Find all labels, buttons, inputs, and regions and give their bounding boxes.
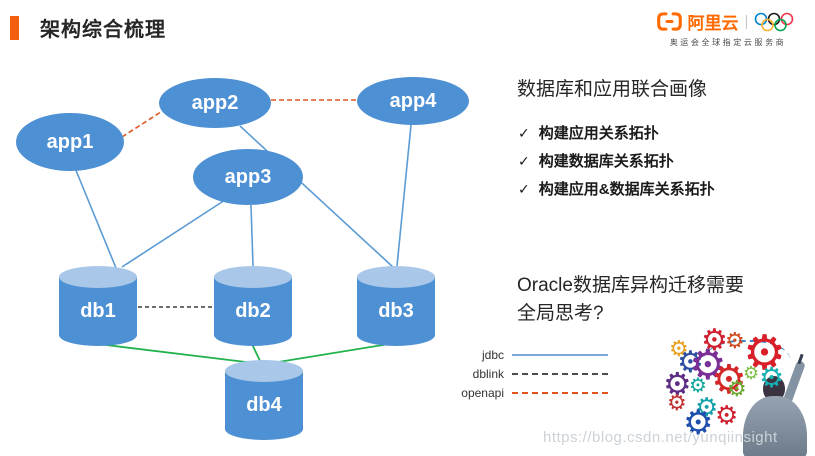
check-icon: ✓ (518, 181, 530, 197)
legend-line-sample (512, 372, 608, 375)
gears-clipart: ⚙⚙⚙⚙⚙⚙⚙⚙⚙⚙⚙⚙⚙⚙⚙⚙ (655, 322, 815, 456)
gear-icon: ⚙ (695, 392, 719, 422)
cylinder-top (225, 360, 303, 382)
bullet-text: 构建应用关系拓扑 (538, 125, 659, 142)
node-app2: app2 (159, 78, 271, 128)
logo-subtitle: 奥运会全球指定云服务商 (669, 38, 787, 47)
bullet-text: 构建数据库关系拓扑 (538, 153, 674, 170)
bullet-item: ✓ 构建应用关系拓扑 (518, 122, 715, 143)
question-line-2: 全局思考? (517, 303, 604, 324)
dashed-arc-decoration (703, 340, 791, 384)
olympic-ring (774, 18, 788, 31)
alibaba-cloud-logo: 阿里云 | 奥运会全球指定云服务商 (655, 9, 801, 48)
slide-title-row: 架构综合梳理 (10, 13, 166, 42)
node-app3: app3 (193, 149, 303, 205)
watermark: https://blog.csdn.net/yunqiinsight (543, 429, 778, 446)
cylinder-body (357, 277, 435, 346)
question-text: Oracle数据库异构迁移需要 全局思考? (517, 272, 744, 328)
legend-row-dblink: dblink (452, 364, 608, 383)
gear-icon: ⚙ (663, 366, 692, 402)
edge-app3-db1-jdbc (121, 199, 226, 268)
gear-icon: ⚙ (683, 404, 714, 442)
gear-icon: ⚙ (701, 324, 728, 357)
olympic-ring (761, 18, 775, 31)
legend-label: jdbc (481, 347, 504, 362)
edge-app3-db2-jdbc (250, 204, 254, 267)
node-db3: db3 (357, 266, 435, 346)
bullet-item: ✓ 构建数据库关系拓扑 (518, 150, 715, 171)
node-db1: db1 (59, 266, 137, 346)
cylinder-top (59, 266, 137, 288)
olympic-ring (781, 12, 794, 25)
olympic-ring (768, 12, 781, 25)
bullet-text: 构建应用&数据库关系拓扑 (538, 181, 715, 198)
gear-icon: ⚙ (677, 346, 704, 379)
gear-icon: ⚙ (669, 336, 689, 361)
gear-icon: ⚙ (711, 358, 747, 402)
gear-icon: ⚙ (667, 390, 687, 415)
node-app4: app4 (357, 77, 469, 125)
section-heading: 数据库和应用联合画像 (517, 79, 708, 100)
person-body (743, 396, 807, 456)
cylinder-top (214, 266, 292, 288)
cylinder-body (225, 371, 303, 440)
gear-icon: ⚙ (759, 362, 785, 393)
legend-row-jdbc: jdbc (452, 345, 608, 364)
node-db4: db4 (225, 360, 303, 440)
brand-name: 阿里云 (687, 14, 739, 33)
legend-line-sample (512, 353, 608, 356)
legend-label: dblink (472, 366, 504, 381)
person-head (763, 376, 785, 401)
edge-app1-db1-jdbc (74, 167, 117, 269)
title-accent-bar (10, 15, 19, 40)
gear-icon: ⚙ (725, 328, 745, 353)
gear-icon: ⚙ (743, 363, 760, 383)
gear-icon: ⚙ (743, 327, 787, 380)
edge-type-legend: jdbc dblink openapi (452, 345, 608, 402)
cylinder-body (214, 277, 292, 346)
gear-icon: ⚙ (689, 375, 707, 397)
gear-icon: ⚙ (727, 376, 747, 401)
question-line-1: Oracle数据库异构迁移需要 (517, 275, 744, 296)
olympic-rings-icon (755, 12, 794, 31)
db-label: db4 (246, 394, 282, 416)
alibaba-cloud-brackets-icon (656, 12, 682, 31)
legend-line-sample (512, 391, 608, 394)
gear-icon: ⚙ (689, 341, 727, 388)
logo-top-row: 阿里云 | (655, 9, 801, 34)
page-title: 架构综合梳理 (40, 19, 166, 41)
node-app1: app1 (16, 113, 124, 171)
db-label: db3 (378, 300, 414, 322)
bullet-list: ✓ 构建应用关系拓扑 ✓ 构建数据库关系拓扑 ✓ 构建应用&数据库关系拓扑 (518, 122, 715, 206)
db-label: db2 (235, 300, 271, 322)
check-icon: ✓ (518, 125, 530, 141)
cylinder-top (357, 266, 435, 288)
edge-app1-app2-openapi (121, 107, 168, 138)
logo-separator: | (744, 13, 749, 30)
legend-row-openapi: openapi (452, 383, 608, 402)
legend-label: openapi (461, 385, 504, 400)
person-drawing-figure (737, 353, 815, 456)
node-db2: db2 (214, 266, 292, 346)
gear-icon: ⚙ (715, 400, 739, 430)
cylinder-body (59, 277, 137, 346)
edge-app4-db3-jdbc (396, 124, 412, 267)
db-label: db1 (80, 300, 116, 322)
check-icon: ✓ (518, 153, 530, 169)
olympic-ring (755, 12, 768, 25)
bullet-item: ✓ 构建应用&数据库关系拓扑 (518, 178, 715, 199)
